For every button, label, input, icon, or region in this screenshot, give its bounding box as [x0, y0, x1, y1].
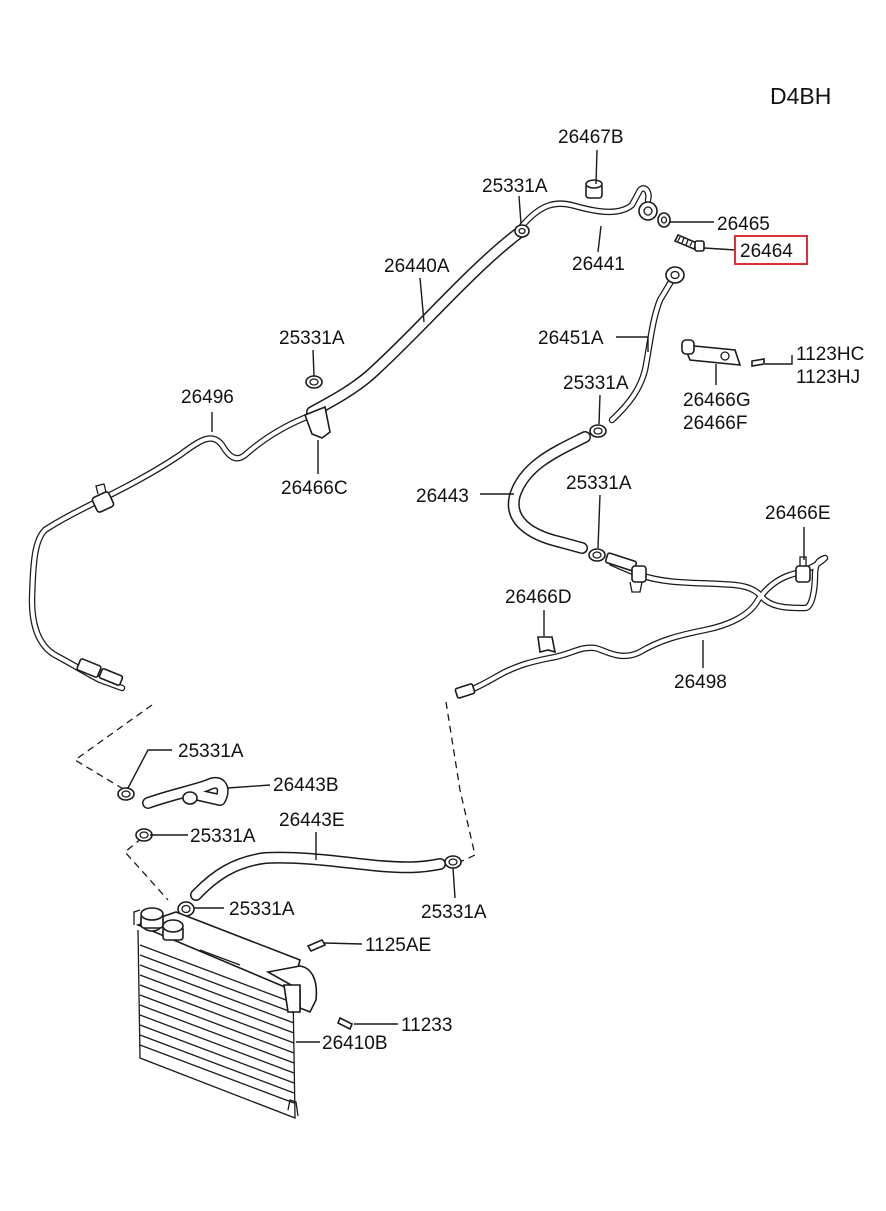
- label-1125AE[interactable]: 1125AE: [365, 935, 431, 956]
- label-25331A-low2[interactable]: 25331A: [190, 826, 256, 847]
- oil-cooler-26410B[interactable]: [133, 907, 318, 1119]
- banjo-fitting-26441: [638, 201, 658, 221]
- label-26451A[interactable]: 26451A: [538, 328, 604, 349]
- label-26466F[interactable]: 26466F: [683, 413, 747, 434]
- label-1123HC[interactable]: 1123HC: [796, 344, 864, 365]
- hose-26443E[interactable]: [190, 851, 446, 901]
- label-25331A-low4[interactable]: 25331A: [421, 902, 487, 923]
- cooler-fins: [139, 944, 295, 1104]
- clamp-25331A-top[interactable]: [514, 224, 530, 238]
- clip-26466D[interactable]: [537, 636, 557, 654]
- hose-26443[interactable]: [507, 431, 591, 554]
- banjo-fitting-26451A: [665, 266, 685, 284]
- highlight-box-26464: [734, 235, 808, 265]
- clamp-25331A-low1[interactable]: [117, 787, 135, 801]
- label-25331A-low1[interactable]: 25331A: [178, 741, 244, 762]
- label-26465[interactable]: 26465: [717, 214, 770, 235]
- hose-26440A[interactable]: [306, 226, 526, 418]
- washer-26465[interactable]: [657, 212, 671, 228]
- clip-26466C[interactable]: [303, 405, 331, 439]
- bolt-26464[interactable]: [673, 233, 705, 252]
- label-11233[interactable]: 11233: [401, 1015, 452, 1036]
- fitting-26467B[interactable]: [585, 179, 603, 199]
- label-25331A-right[interactable]: 25331A: [563, 373, 629, 394]
- label-25331A-low3[interactable]: 25331A: [229, 899, 295, 920]
- label-26443[interactable]: 26443: [416, 486, 469, 507]
- pipe-fitting-right-mid: [604, 552, 647, 593]
- screw-1123HC[interactable]: [751, 358, 765, 367]
- label-25331A-mid[interactable]: 25331A: [279, 328, 345, 349]
- engine-code: D4BH: [770, 83, 831, 109]
- part-labels: 26467B 25331A 26441 26465 26464 26440A 2…: [178, 127, 864, 1054]
- pipe-end-fitting-left: [76, 658, 124, 686]
- clamp-25331A-right2[interactable]: [588, 548, 606, 562]
- label-26466D[interactable]: 26466D: [505, 587, 572, 608]
- pipe-26451A[interactable]: [608, 276, 676, 424]
- clip-26466E[interactable]: [795, 556, 811, 583]
- label-26443B[interactable]: 26443B: [273, 775, 339, 796]
- pipe-clip-left: [91, 483, 115, 513]
- bracket-26466G[interactable]: [681, 339, 742, 366]
- label-26498[interactable]: 26498: [674, 672, 727, 693]
- label-26466C[interactable]: 26466C: [281, 478, 348, 499]
- label-26441[interactable]: 26441: [572, 254, 625, 275]
- label-25331A-right2[interactable]: 25331A: [566, 473, 632, 494]
- label-26443E[interactable]: 26443E: [279, 810, 345, 831]
- label-26467B[interactable]: 26467B: [558, 127, 624, 148]
- label-25331A-top[interactable]: 25331A: [482, 176, 548, 197]
- bolt-11233[interactable]: [336, 1016, 354, 1031]
- clamp-25331A-low4[interactable]: [444, 855, 462, 869]
- dashed-connectors: [73, 701, 476, 901]
- label-26496[interactable]: 26496: [181, 387, 234, 408]
- clamp-25331A-mid[interactable]: [305, 375, 323, 389]
- hose-26443B[interactable]: [142, 776, 229, 809]
- bolt-1125AE[interactable]: [306, 938, 327, 953]
- pipe-26498[interactable]: [458, 554, 829, 697]
- label-26464[interactable]: 26464: [740, 241, 793, 262]
- label-26410B[interactable]: 26410B: [322, 1033, 388, 1054]
- clamp-25331A-low2[interactable]: [135, 828, 153, 842]
- clamp-25331A-right[interactable]: [589, 424, 607, 438]
- leader-lines: [127, 149, 805, 1043]
- clamp-hose-26443B-end: [182, 791, 198, 805]
- pipe-26496[interactable]: [28, 411, 316, 692]
- pipe-26441[interactable]: [518, 185, 652, 230]
- label-26466E[interactable]: 26466E: [765, 503, 831, 524]
- label-26466G[interactable]: 26466G: [683, 390, 751, 411]
- label-26440A[interactable]: 26440A: [384, 256, 450, 277]
- pipe-end-fitting-right: [454, 683, 476, 699]
- label-1123HJ[interactable]: 1123HJ: [796, 367, 860, 388]
